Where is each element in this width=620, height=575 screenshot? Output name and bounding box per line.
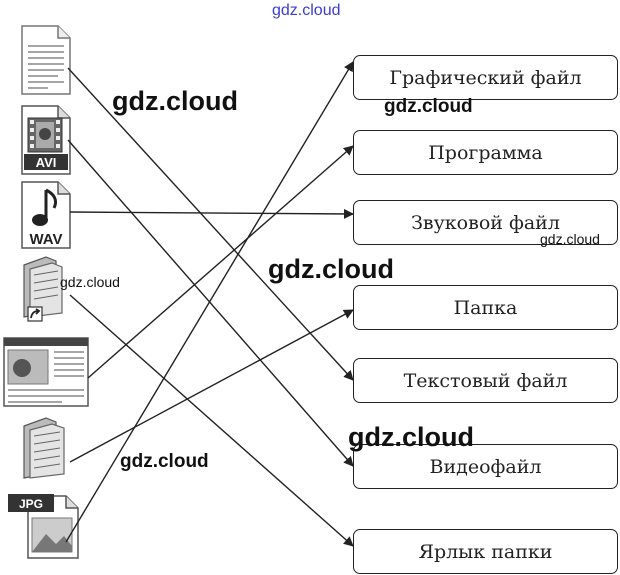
watermark: gdz.cloud (348, 422, 474, 452)
target-folder: Папка (353, 285, 618, 330)
target-text-file: Текстовый файл (353, 358, 618, 403)
program-window-icon (3, 337, 89, 407)
folder-shortcut-icon (23, 256, 63, 322)
watermark: gdz.cloud (268, 254, 394, 284)
arrow-text-doc-to-text-file (67, 67, 354, 381)
jpg-label: JPG (19, 497, 43, 511)
wav-label: WAV (29, 231, 62, 248)
target-graphic-file: Графический файл (353, 55, 618, 100)
watermark: gdz.cloud (112, 86, 238, 116)
watermark: gdz.cloud (120, 451, 209, 472)
arrow-jpg-to-graphic-file (65, 61, 354, 543)
avi-label: AVI (36, 155, 57, 170)
arrow-wav-to-sound-file (69, 208, 354, 219)
target-video-file: Видеофайл (353, 444, 618, 489)
arrow-program-to-program (87, 145, 354, 379)
arrow-shortcut-to-folder-shortcut (69, 294, 354, 547)
avi-file-icon: AVI (21, 105, 71, 175)
arrow-avi-to-video-file (67, 139, 354, 467)
text-document-icon (21, 25, 71, 95)
watermark: gdz.cloud (540, 231, 600, 247)
watermark: gdz.cloud (384, 96, 473, 117)
jpg-file-icon: JPG (8, 494, 79, 559)
wav-file-icon: WAV (21, 181, 71, 249)
arrow-folder-to-folder (69, 309, 354, 463)
watermark-top: gdz.cloud (272, 2, 341, 19)
target-sound-file: Звуковой файл (353, 200, 618, 245)
folder-icon (23, 417, 65, 479)
watermark: gdz.cloud (60, 274, 120, 290)
target-folder-shortcut: Ярлык папки (353, 529, 618, 574)
target-program: Программа (353, 130, 618, 175)
